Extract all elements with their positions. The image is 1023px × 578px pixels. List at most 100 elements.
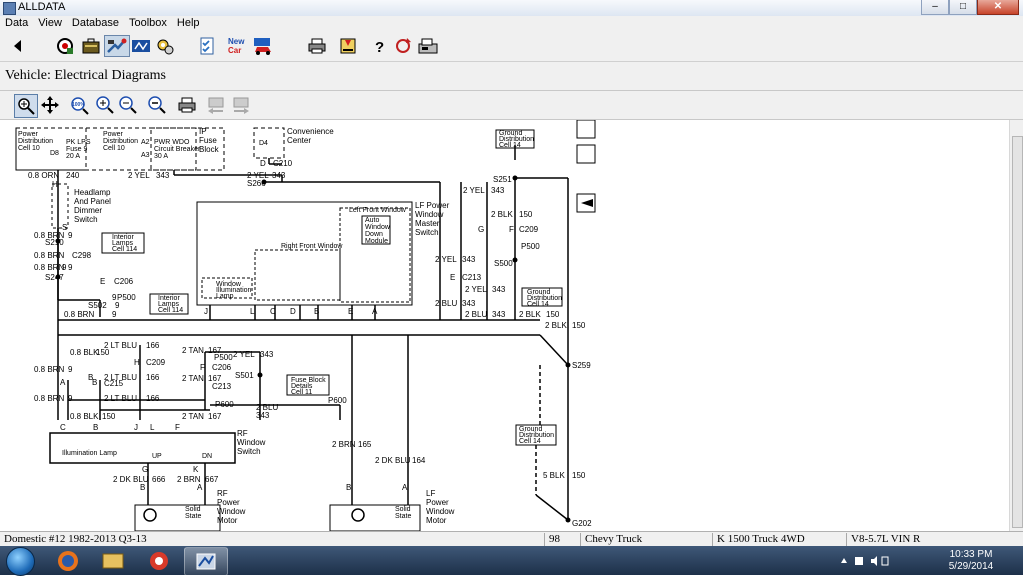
svg-text:B: B [93,423,98,432]
new-car-label-top: New [228,37,245,46]
svg-text:Switch: Switch [415,228,439,237]
svg-text:2 BRN: 2 BRN [177,475,201,484]
tray-icons[interactable] [839,555,889,567]
svg-text:Block: Block [199,145,220,154]
svg-text:Window: Window [365,224,391,231]
svg-text:2 BLU: 2 BLU [256,403,278,412]
menu-view[interactable]: View [38,17,62,29]
close-button[interactable]: ✕ [977,0,1019,15]
svg-text:Motor: Motor [426,516,447,525]
car-icon[interactable] [252,36,274,56]
svg-text:Right Front Window: Right Front Window [281,243,343,250]
svg-text:Interior: Interior [158,295,180,302]
zoom-out-icon[interactable] [118,95,138,115]
svg-text:2 DK BLU: 2 DK BLU [113,475,149,484]
menu-help[interactable]: Help [176,17,200,29]
checklist-icon[interactable] [197,36,217,56]
start-orb[interactable] [6,547,35,576]
svg-text:2 YEL: 2 YEL [435,255,457,264]
save-book-icon[interactable] [338,36,358,56]
svg-text:9: 9 [68,263,73,272]
svg-text:9: 9 [115,301,120,310]
svg-text:F: F [200,363,205,372]
svg-text:Fuse Block: Fuse Block [291,377,326,384]
zoom-minus-icon[interactable] [147,95,167,115]
svg-text:D8: D8 [50,150,59,157]
file-explorer-icon[interactable] [92,547,134,574]
svg-text:166: 166 [146,373,160,382]
svg-text:2 DK BLU: 2 DK BLU [375,456,411,465]
svg-text:B: B [314,307,319,316]
svg-text:LF Power: LF Power [415,201,450,210]
status-vehicle-db: Domestic #12 1982-2013 Q3-13 [4,533,147,545]
vertical-scrollbar[interactable] [1009,120,1023,531]
svg-text:Solid: Solid [185,506,201,513]
svg-text:2 LT BLU: 2 LT BLU [104,341,137,350]
print-icon[interactable] [177,95,197,115]
clock[interactable]: 10:33 PM 5/29/2014 [941,549,1001,573]
minimize-button[interactable]: – [921,0,949,15]
menu-data[interactable]: Data [5,17,29,29]
svg-text:P500: P500 [521,242,540,251]
svg-text:Convenience: Convenience [287,127,334,136]
svg-text:2 YEL: 2 YEL [465,285,487,294]
svg-text:A: A [372,307,378,316]
help-question-icon[interactable]: ? [369,36,389,56]
svg-text:Window: Window [237,438,266,447]
svg-text:Cell 14: Cell 14 [519,438,541,445]
svg-text:Window: Window [216,281,242,288]
picasa-icon[interactable] [138,547,180,574]
scrollbar-thumb[interactable] [1012,136,1023,528]
menu-database[interactable]: Database [71,17,119,29]
svg-text:343: 343 [492,285,506,294]
svg-text:L: L [250,307,255,316]
svg-text:S210: S210 [45,238,64,247]
back-arrow-icon[interactable] [8,36,28,56]
svg-text:PWR WDO: PWR WDO [154,139,190,146]
menu-toolbox[interactable]: Toolbox [129,17,167,29]
svg-text:Interior: Interior [112,234,134,241]
wiring-tool-icon[interactable] [104,35,130,57]
alldata-icon[interactable] [184,547,228,576]
zoom-in-icon[interactable] [95,95,115,115]
gears-icon[interactable] [155,36,175,56]
svg-text:0.8 ORN: 0.8 ORN [28,171,59,180]
pan-icon[interactable] [40,95,60,115]
refresh-icon[interactable] [393,36,413,56]
svg-text:G: G [142,465,148,474]
svg-text:Dimmer: Dimmer [74,206,102,215]
svg-text:Lamp: Lamp [216,293,234,300]
title-bar[interactable]: ALLDATA – □ ✕ [0,0,1023,17]
printer-icon[interactable] [307,36,327,56]
svg-text:343: 343 [260,350,274,359]
svg-text:166: 166 [146,341,160,350]
svg-text:C206: C206 [114,277,134,286]
svg-text:9: 9 [112,293,117,302]
svg-text:A: A [197,483,203,492]
firefox-icon[interactable] [47,547,89,574]
prev-page-icon[interactable] [206,95,226,115]
svg-text:S502: S502 [88,301,107,310]
zoom-box-icon[interactable] [14,94,38,118]
clock-time: 10:33 PM [949,549,993,560]
home-globe-icon[interactable] [55,36,75,56]
svg-text:C298: C298 [72,251,92,260]
window-title: ALLDATA [18,1,66,13]
briefcase-icon[interactable] [81,36,101,56]
maximize-button[interactable]: □ [949,0,977,15]
svg-text:Window: Window [415,210,444,219]
svg-text:2 LT BLU: 2 LT BLU [104,373,137,382]
svg-text:167: 167 [208,374,222,383]
search-3d-icon[interactable] [131,36,151,56]
fax-icon[interactable] [417,36,439,56]
svg-text:Headlamp: Headlamp [74,188,111,197]
svg-text:2 BLK: 2 BLK [545,321,567,330]
svg-text:E: E [348,307,353,316]
svg-text:150: 150 [102,412,116,421]
next-page-icon[interactable] [231,95,251,115]
zoom-fit-icon[interactable]: 100% [69,95,91,115]
svg-text:State: State [395,513,411,520]
svg-text:A2: A2 [141,139,150,146]
